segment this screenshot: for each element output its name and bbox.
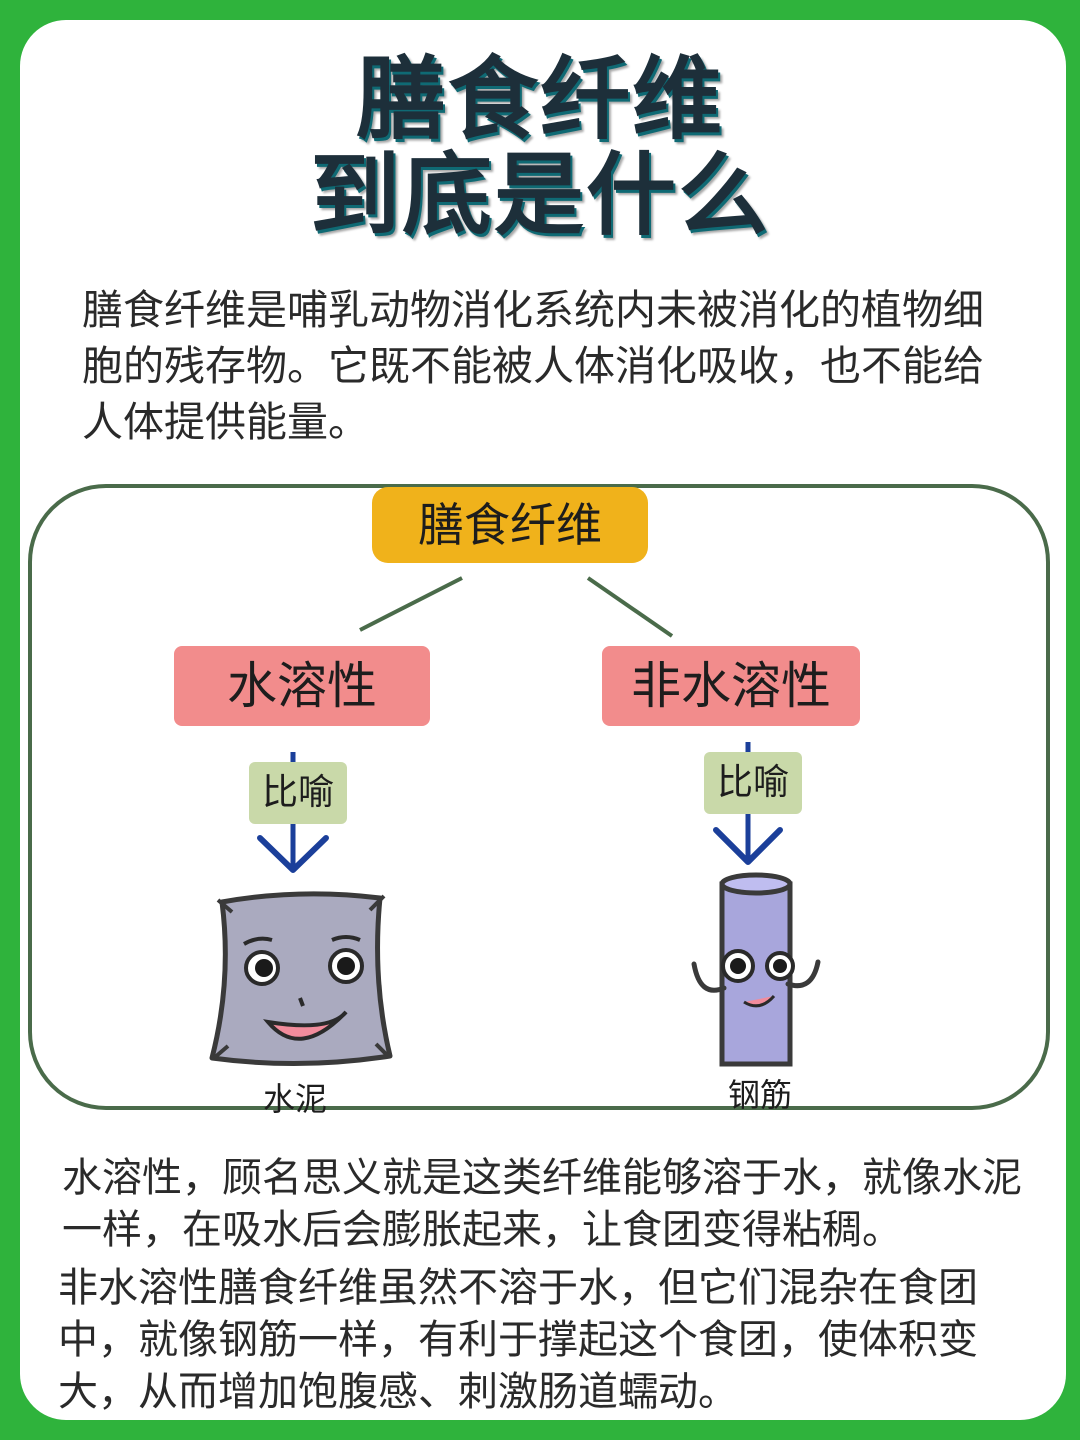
intro-text: 膳食纤维是哺乳动物消化系统内未被消化的植物细胞的残存物。它既不能被人体消化吸收，…	[82, 286, 984, 446]
metaphor-tag-left: 比喻	[249, 762, 347, 824]
soluble-explanation: 水溶性，顾名思义就是这类纤维能够溶于水，就像水泥一样，在吸水后会膨胀起来，让食团…	[62, 1155, 1022, 1253]
insoluble-explanation: 非水溶性膳食纤维虽然不溶于水，但它们混杂在食团中，就像钢筋一样，有利于撑起这个食…	[58, 1265, 978, 1415]
page-title-line1: 膳食纤维	[356, 47, 724, 152]
connector-right	[586, 576, 674, 638]
page-title-line2: 到底是什么	[310, 143, 770, 248]
fiber-root-box: 膳食纤维	[372, 487, 648, 563]
rebar-icon	[691, 872, 821, 1067]
soluble-box: 水溶性	[174, 646, 430, 726]
rebar-label: 钢筋	[727, 1076, 792, 1114]
cement-bag-icon	[209, 891, 393, 1067]
insoluble-box: 非水溶性	[602, 646, 860, 726]
connector-left	[359, 576, 463, 632]
metaphor-tag-right: 比喻	[704, 752, 802, 814]
diagram-frame	[28, 484, 1050, 1110]
cement-label: 水泥	[262, 1080, 327, 1118]
